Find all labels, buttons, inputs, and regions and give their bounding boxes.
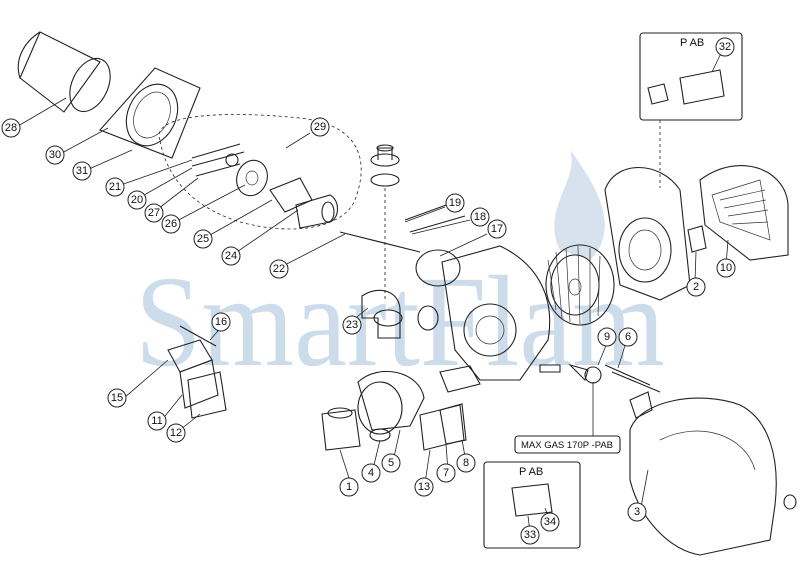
svg-text:8: 8 xyxy=(463,457,469,469)
svg-text:4: 4 xyxy=(368,467,374,479)
callout-2: 2 xyxy=(686,277,706,297)
callout-26: 26 xyxy=(161,214,181,234)
callout-30: 30 xyxy=(45,145,65,165)
part-top-fitting xyxy=(370,144,400,300)
svg-text:3: 3 xyxy=(634,506,640,518)
callout-11: 11 xyxy=(147,411,167,431)
callout-27: 27 xyxy=(144,203,164,223)
callout-7: 7 xyxy=(436,463,456,483)
svg-text:34: 34 xyxy=(544,516,556,528)
svg-text:23: 23 xyxy=(346,319,358,331)
callout-25: 25 xyxy=(193,229,213,249)
part-coil xyxy=(321,407,361,451)
svg-text:6: 6 xyxy=(625,331,631,343)
callout-31: 31 xyxy=(72,161,92,181)
part-disc xyxy=(236,159,268,197)
svg-text:11: 11 xyxy=(151,415,162,427)
part-pipe xyxy=(339,231,421,253)
svg-text:31: 31 xyxy=(76,165,88,177)
callout-9: 9 xyxy=(597,327,617,347)
svg-text:15: 15 xyxy=(111,392,123,404)
svg-text:29: 29 xyxy=(314,121,326,133)
part-fan-wheel xyxy=(545,244,615,326)
svg-text:30: 30 xyxy=(49,149,61,161)
svg-text:32: 32 xyxy=(719,41,731,53)
max-gas-label: MAX GAS 170P -PAB xyxy=(521,440,613,451)
svg-text:12: 12 xyxy=(170,427,182,439)
part-clip xyxy=(687,225,707,253)
pab-bottom-box: P AB xyxy=(483,461,581,549)
callout-20: 20 xyxy=(127,190,147,210)
part-motor-plate xyxy=(604,167,691,301)
callout-17: 17 xyxy=(487,219,507,239)
svg-text:21: 21 xyxy=(109,181,121,193)
callout-16: 16 xyxy=(211,312,231,332)
svg-text:33: 33 xyxy=(524,529,536,541)
callout-15: 15 xyxy=(107,388,127,408)
flame-logo-icon xyxy=(554,150,605,260)
callout-21: 21 xyxy=(105,177,125,197)
callout-1: 1 xyxy=(339,477,359,497)
callout-23: 23 xyxy=(342,315,362,335)
svg-text:2: 2 xyxy=(693,281,699,293)
watermark: SmartFlam xyxy=(135,150,665,394)
svg-text:24: 24 xyxy=(225,250,237,262)
svg-text:26: 26 xyxy=(165,218,177,230)
svg-text:20: 20 xyxy=(131,194,143,206)
callout-34: 34 xyxy=(540,512,560,532)
part-pins xyxy=(568,363,661,419)
callout-29: 29 xyxy=(310,117,330,137)
part-cover xyxy=(629,397,797,556)
part-housing xyxy=(439,245,561,393)
callout-28: 28 xyxy=(1,118,21,138)
callout-10: 10 xyxy=(716,258,736,278)
callout-5: 5 xyxy=(381,453,401,473)
svg-text:25: 25 xyxy=(197,233,209,245)
callout-22: 22 xyxy=(269,259,289,279)
max-gas-box: MAX GAS 170P -PAB xyxy=(514,366,621,454)
svg-text:28: 28 xyxy=(5,122,17,134)
assembly-outline-29 xyxy=(158,114,362,230)
callout-4: 4 xyxy=(361,463,381,483)
callout-8: 8 xyxy=(456,453,476,473)
svg-text:27: 27 xyxy=(148,207,160,219)
callout-12: 12 xyxy=(166,423,186,443)
svg-text:19: 19 xyxy=(449,197,461,209)
pab-top-box: P AB xyxy=(639,32,743,188)
pab-top-label: P AB xyxy=(680,37,704,49)
callout-3: 3 xyxy=(627,502,647,522)
pab-bottom-label: P AB xyxy=(519,466,543,478)
svg-text:7: 7 xyxy=(443,467,449,479)
svg-text:13: 13 xyxy=(418,481,430,493)
callout-24: 24 xyxy=(221,246,241,266)
part-electrodes xyxy=(191,143,245,177)
svg-text:22: 22 xyxy=(273,263,285,275)
svg-text:18: 18 xyxy=(474,211,486,223)
svg-text:1: 1 xyxy=(346,481,352,493)
callout-13: 13 xyxy=(414,477,434,497)
callout-33: 33 xyxy=(520,525,540,545)
part-elbow xyxy=(361,289,439,339)
part-blast-tube xyxy=(17,31,111,113)
part-flange xyxy=(99,67,201,159)
svg-text:9: 9 xyxy=(604,331,610,343)
svg-text:5: 5 xyxy=(388,457,394,469)
callout-19: 19 xyxy=(445,193,465,213)
part-air-intake xyxy=(699,165,789,261)
callout-32: 32 xyxy=(715,37,735,57)
svg-text:17: 17 xyxy=(491,223,503,235)
part-control-box xyxy=(167,325,227,419)
svg-text:10: 10 xyxy=(720,262,732,274)
part-nozzle-holder xyxy=(269,177,339,229)
part-relay xyxy=(419,403,467,451)
callout-18: 18 xyxy=(470,207,490,227)
svg-text:16: 16 xyxy=(215,316,227,328)
part-pump-motor xyxy=(357,370,425,442)
callout-6: 6 xyxy=(618,327,638,347)
